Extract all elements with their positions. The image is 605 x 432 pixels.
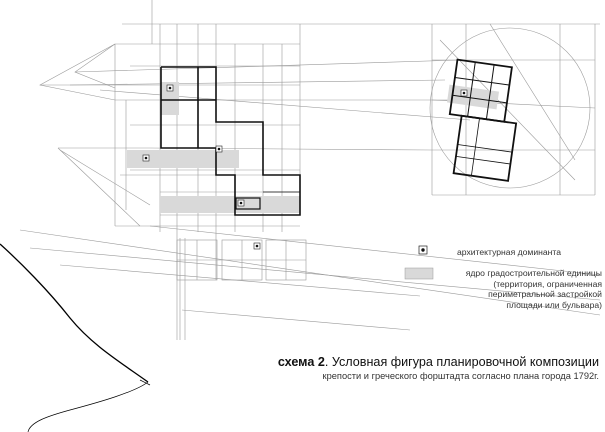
legend-dominant-label: архитектурная доминанта (457, 247, 597, 258)
dominant-marker (460, 89, 468, 97)
legend-core-desc-3: площади или бульвара) (506, 299, 602, 310)
legend-core-desc-1: (территория, ограниченная (493, 278, 602, 289)
legend-dominant-text: архитектурная доминанта (457, 247, 562, 257)
caption: схема 2. Условная фигура планировочной к… (278, 355, 599, 381)
shoreline (0, 243, 151, 432)
circle-figure (448, 58, 518, 182)
caption-title: . Условная фигура планировочной композиц… (324, 355, 599, 369)
legend-core-desc-2: периметральной застройкой (488, 289, 602, 299)
caption-title-line: схема 2. Условная фигура планировочной к… (278, 355, 599, 369)
dominant-marker (142, 154, 150, 162)
legend-dominant-icon (418, 245, 428, 255)
legend-core-icon (404, 267, 434, 280)
scheme-label: схема 2 (277, 355, 325, 369)
dominant-marker (253, 242, 261, 250)
legend-core-block: ядро градостроительной единицы (территор… (437, 268, 602, 310)
dominant-marker (237, 199, 245, 207)
legend-core-title: ядро градостроительной единицы (465, 268, 602, 278)
dominant-marker (215, 145, 223, 153)
core-areas (127, 82, 500, 213)
caption-subtitle: крепости и греческого форштадта согласно… (322, 371, 600, 381)
dominant-markers (142, 84, 468, 250)
dominant-marker (166, 84, 174, 92)
composition-figure (160, 66, 301, 216)
